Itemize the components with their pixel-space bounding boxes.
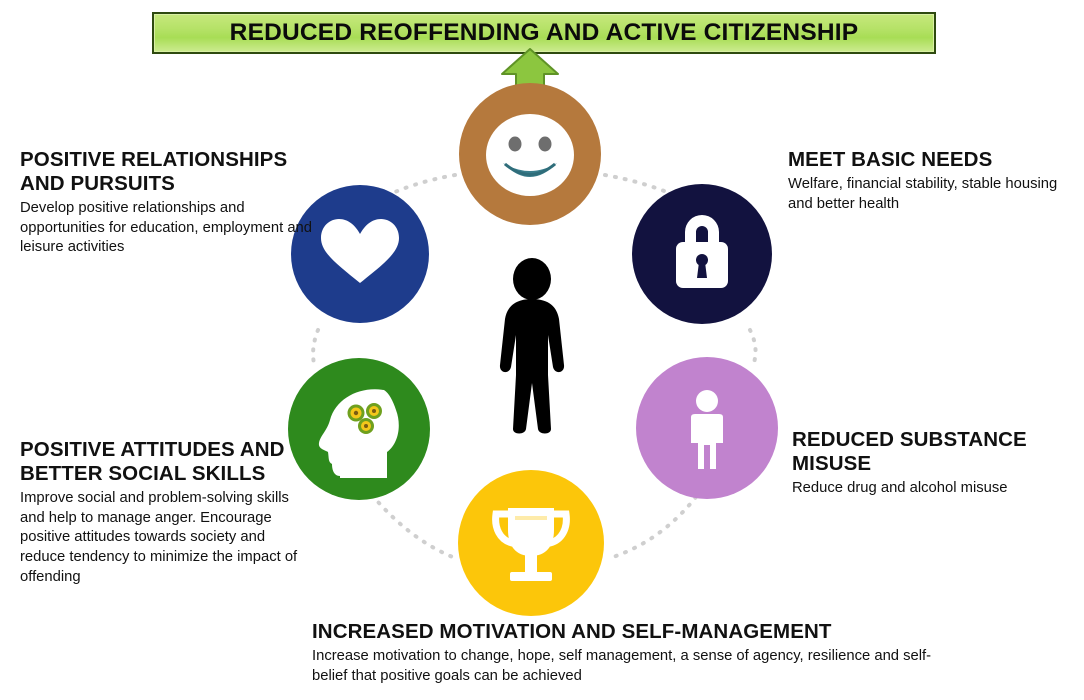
banner-title: REDUCED REOFFENDING AND ACTIVE CITIZENSH… <box>229 19 859 46</box>
text-block-basic-needs: MEET BASIC NEEDS Welfare, financial stab… <box>788 148 1072 215</box>
attitudes-heading: POSITIVE ATTITUDES AND BETTER SOCIAL SKI… <box>20 438 285 485</box>
basic-needs-heading: MEET BASIC NEEDS <box>788 148 993 171</box>
text-block-relationships: POSITIVE RELATIONSHIPS AND PURSUITS Deve… <box>20 148 320 258</box>
relationships-heading: POSITIVE RELATIONSHIPS AND PURSUITS <box>20 148 288 195</box>
attitudes-body: Improve social and problem-solving skill… <box>20 489 298 586</box>
text-block-substance-misuse: REDUCED SUBSTANCE MISUSE Reduce drug and… <box>792 428 1072 499</box>
person-silhouette-icon <box>499 258 565 434</box>
head-with-flowers-icon <box>318 389 399 478</box>
trophy-icon <box>492 508 570 581</box>
text-block-attitudes: POSITIVE ATTITUDES AND BETTER SOCIAL SKI… <box>20 438 310 588</box>
padlock-icon <box>676 215 728 288</box>
smiley-face-icon <box>486 114 574 196</box>
substance-heading: REDUCED SUBSTANCE MISUSE <box>792 428 1027 475</box>
banner-reduced-reoffending: REDUCED REOFFENDING AND ACTIVE CITIZENSH… <box>152 12 936 54</box>
heart-icon <box>321 219 399 283</box>
center-person-silhouette <box>489 257 575 437</box>
motivation-heading: INCREASED MOTIVATION AND SELF-MANAGEMENT <box>312 620 832 643</box>
node-smiley-face[interactable] <box>459 83 601 225</box>
node-head-with-flowers[interactable] <box>288 358 430 500</box>
substance-body: Reduce drug and alcohol misuse <box>792 479 1008 496</box>
motivation-body: Increase motivation to change, hope, sel… <box>312 647 932 684</box>
node-padlock[interactable] <box>632 184 772 324</box>
text-block-motivation: INCREASED MOTIVATION AND SELF-MANAGEMENT… <box>312 620 952 687</box>
node-person-figure[interactable] <box>636 357 778 499</box>
node-trophy[interactable] <box>458 470 604 616</box>
basic-needs-body: Welfare, financial stability, stable hou… <box>788 175 1058 212</box>
relationships-body: Develop positive relationships and oppor… <box>20 199 313 256</box>
person-figure-icon <box>691 390 723 469</box>
node-heart[interactable] <box>291 185 429 323</box>
